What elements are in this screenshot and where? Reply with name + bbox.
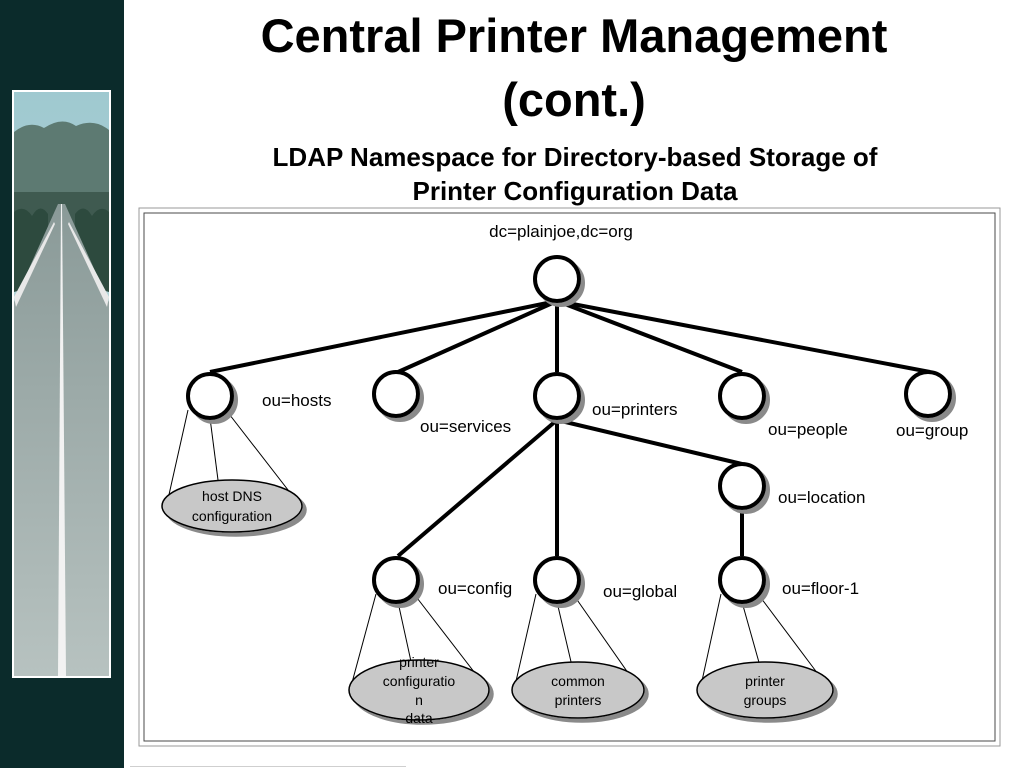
node-global — [533, 556, 581, 604]
edge-root-services — [397, 299, 558, 374]
subtree-host-dns — [161, 479, 303, 533]
subtitle-line-1: LDAP Namespace for Directory-based Stora… — [272, 142, 878, 172]
tree-nodes — [186, 255, 952, 604]
label-floor1: ou=floor-1 — [782, 579, 859, 598]
edge-root-group — [556, 299, 931, 374]
node-location — [718, 462, 766, 510]
title-line-2: (cont.) — [502, 73, 646, 126]
node-hosts — [186, 372, 234, 420]
title-line-1: Central Printer Management — [260, 9, 888, 62]
label-printers: ou=printers — [592, 400, 678, 419]
node-root — [533, 255, 581, 303]
label-people: ou=people — [768, 420, 848, 439]
subtree-printer-config-line-4: data — [405, 710, 432, 726]
subtree-printer-config — [348, 659, 490, 721]
label-services: ou=services — [420, 417, 511, 436]
edge-printers-location — [556, 418, 743, 466]
label-config: ou=config — [438, 579, 512, 598]
subtree-host-dns-line-1: host DNS — [202, 488, 262, 504]
slide-title: Central Printer Management (cont.) — [124, 4, 1024, 132]
subtree-printer-groups-line-1: printer — [745, 673, 785, 689]
label-root: dc=plainjoe,dc=org — [489, 222, 633, 241]
label-hosts: ou=hosts — [262, 391, 331, 410]
subtree-common-printers-line-2: printers — [555, 692, 602, 708]
diagram-frame — [138, 207, 1001, 747]
subtitle-line-2: Printer Configuration Data — [412, 176, 738, 206]
edge-root-people — [556, 299, 743, 374]
tree-edges — [209, 299, 931, 558]
node-group — [904, 370, 952, 418]
subtree-ellipses — [161, 479, 834, 721]
node-services — [372, 370, 420, 418]
sidebar-band — [0, 0, 124, 768]
edge-root-hosts — [209, 299, 558, 374]
subtree-printer-groups-line-2: groups — [744, 692, 787, 708]
subtree-common-printers — [511, 661, 645, 719]
road-image — [12, 90, 111, 678]
subtree-printer-config-line-1: printer — [399, 654, 439, 670]
edge-printers-config — [396, 418, 559, 558]
subtree-host-dns-line-2: configuration — [192, 508, 272, 524]
subtree-labels: host DNS configuration printer configura… — [192, 488, 786, 726]
node-config — [372, 556, 420, 604]
subtree-printer-config-line-3: n — [415, 692, 423, 708]
subtree-printer-config-line-2: configuratio — [383, 673, 456, 689]
subtree-fan-lines — [165, 409, 831, 691]
node-labels: dc=plainjoe,dc=org ou=hosts ou=services … — [262, 222, 968, 601]
slide-subtitle: LDAP Namespace for Directory-based Stora… — [170, 140, 980, 208]
footer-divider — [130, 766, 406, 767]
label-location: ou=location — [778, 488, 865, 507]
label-global: ou=global — [603, 582, 677, 601]
node-floor1 — [718, 556, 766, 604]
subtree-printer-groups — [696, 661, 834, 719]
label-group: ou=group — [896, 421, 968, 440]
node-people — [718, 372, 766, 420]
subtree-common-printers-line-1: common — [551, 673, 605, 689]
node-printers — [533, 372, 581, 420]
